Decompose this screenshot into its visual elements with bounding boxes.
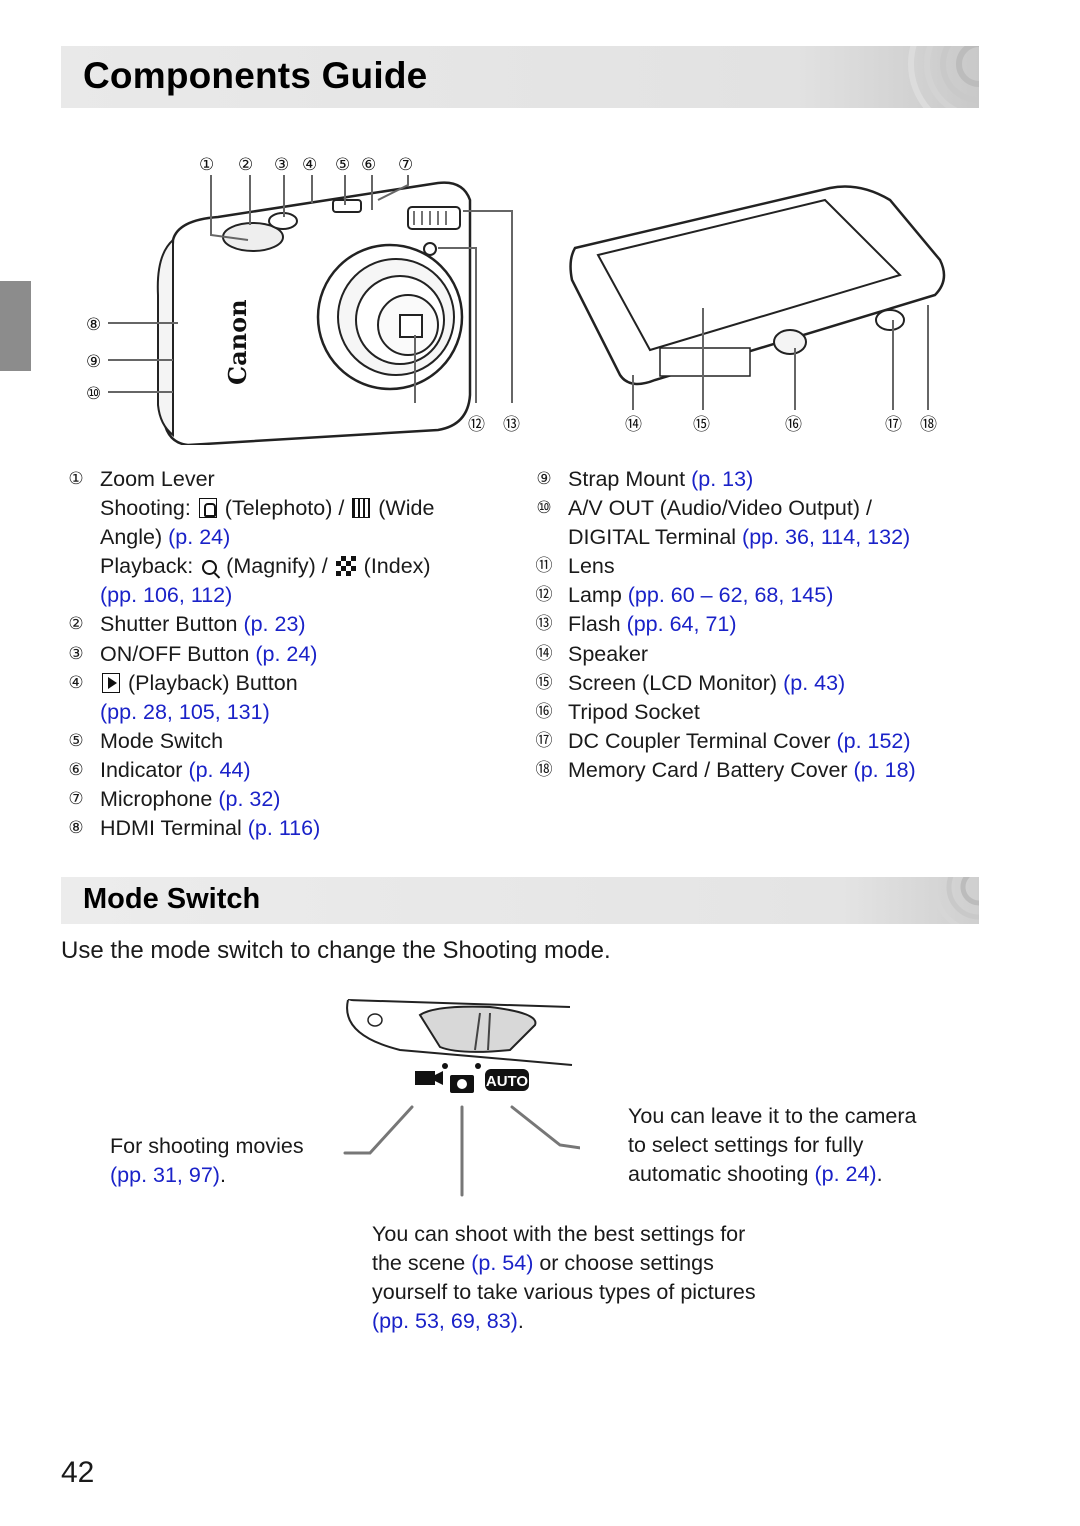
list-item-detail: (pp. 106, 112) bbox=[64, 581, 434, 610]
page-title: Components Guide bbox=[83, 55, 428, 96]
callout-9: ⑨ bbox=[86, 352, 101, 372]
movie-note: For shooting movies (pp. 31, 97). bbox=[110, 1134, 304, 1188]
page-ref-link[interactable]: (pp. 106, 112) bbox=[100, 583, 233, 608]
section-header: Mode Switch bbox=[61, 877, 979, 924]
auto-badge-text: AUTO bbox=[486, 1073, 529, 1090]
section-title: Mode Switch bbox=[83, 883, 261, 915]
playback-icon bbox=[102, 672, 120, 693]
callout-4: ④ bbox=[302, 155, 317, 175]
index-icon bbox=[335, 556, 356, 577]
page-ref-link[interactable]: (p. 23) bbox=[243, 612, 306, 637]
title-bar: Components Guide bbox=[61, 46, 979, 108]
callout-7: ⑦ bbox=[398, 155, 413, 175]
telephoto-icon bbox=[198, 498, 217, 519]
camera-front-illustration: ① ② ③ ④ ⑤ ⑥ ⑦ ⑧ ⑨ ⑩ ⑪ ⑫ ⑬ Canon bbox=[86, 155, 520, 445]
list-item-detail: DIGITAL Terminal (pp. 36, 114, 132) bbox=[568, 525, 911, 550]
page-ref-link[interactable]: (pp. 28, 105, 131) bbox=[100, 699, 270, 724]
callout-3: ③ bbox=[274, 155, 289, 175]
camera-back-illustration: ⑭ ⑮ ⑯ ⑰ ⑱ bbox=[569, 185, 946, 435]
callout-1: ① bbox=[199, 155, 214, 175]
callout-14: ⑭ bbox=[625, 415, 642, 435]
page-ref-link[interactable]: (p. 24) bbox=[255, 641, 318, 666]
page-ref-link[interactable]: (p. 116) bbox=[247, 816, 321, 841]
auto-note: You can leave it to the camera to select… bbox=[628, 1104, 917, 1187]
page-number: 42 bbox=[61, 1456, 95, 1489]
page-ref-link[interactable]: (p. 152) bbox=[836, 728, 911, 753]
callout-17: ⑰ bbox=[885, 415, 902, 435]
ripple-decoration bbox=[908, 46, 979, 108]
scene-note: You can shoot with the best settings for… bbox=[372, 1222, 756, 1334]
callout-10: ⑩ bbox=[86, 384, 101, 404]
callout-8: ⑧ bbox=[86, 315, 101, 335]
chapter-tab bbox=[0, 281, 31, 371]
page-ref-link[interactable]: (p. 32) bbox=[218, 787, 281, 812]
intro-text: Use the mode switch to change the Shooti… bbox=[61, 937, 611, 964]
auto-mode-icon bbox=[485, 1069, 529, 1091]
page-ref-link[interactable]: (pp. 31, 97) bbox=[110, 1163, 220, 1188]
list-item: ④ (Playback) Button bbox=[68, 670, 298, 695]
callout-5: ⑤ bbox=[335, 155, 350, 175]
page-ref-link[interactable]: (pp. 64, 71) bbox=[626, 612, 737, 637]
callout-12: ⑫ bbox=[468, 415, 485, 435]
callout-16: ⑯ bbox=[785, 415, 802, 435]
page-ref-link[interactable]: (p. 44) bbox=[188, 757, 251, 782]
page-ref-link[interactable]: (pp. 60 – 62, 68, 145) bbox=[627, 583, 834, 608]
callout-15: ⑮ bbox=[693, 415, 710, 435]
mode-switch-illustration: AUTO bbox=[343, 999, 580, 1197]
page-ref-link[interactable]: (p. 18) bbox=[853, 757, 916, 782]
callout-6: ⑥ bbox=[361, 155, 376, 175]
list-item-detail: (pp. 28, 105, 131) bbox=[64, 698, 434, 727]
callout-18: ⑱ bbox=[920, 415, 937, 435]
page-ref-link[interactable]: (p. 13) bbox=[691, 467, 754, 491]
page-ref-link[interactable]: (p. 43) bbox=[783, 670, 846, 695]
page-ref-link[interactable]: (pp. 36, 114, 132) bbox=[742, 525, 911, 550]
callout-2: ② bbox=[238, 155, 253, 175]
page-ref-link[interactable]: (pp. 53, 69, 83) bbox=[372, 1309, 518, 1334]
ripple-decoration bbox=[932, 877, 979, 924]
page-ref-link[interactable]: (p. 54) bbox=[471, 1251, 534, 1276]
magnify-icon bbox=[202, 560, 218, 576]
list-item-detail: Playback: (Magnify) / (Index) bbox=[100, 554, 431, 579]
page-ref-link[interactable]: (p. 24) bbox=[814, 1162, 877, 1187]
callout-13: ⑬ bbox=[503, 415, 520, 435]
list-item-detail: Shooting: (Telephoto) / (Wide bbox=[100, 496, 435, 521]
list-item-detail: Angle) (p. 24) bbox=[100, 525, 231, 550]
wide-angle-icon bbox=[352, 498, 371, 519]
brand-logo: Canon bbox=[223, 299, 252, 385]
page-ref-link[interactable]: (p. 24) bbox=[168, 525, 231, 550]
